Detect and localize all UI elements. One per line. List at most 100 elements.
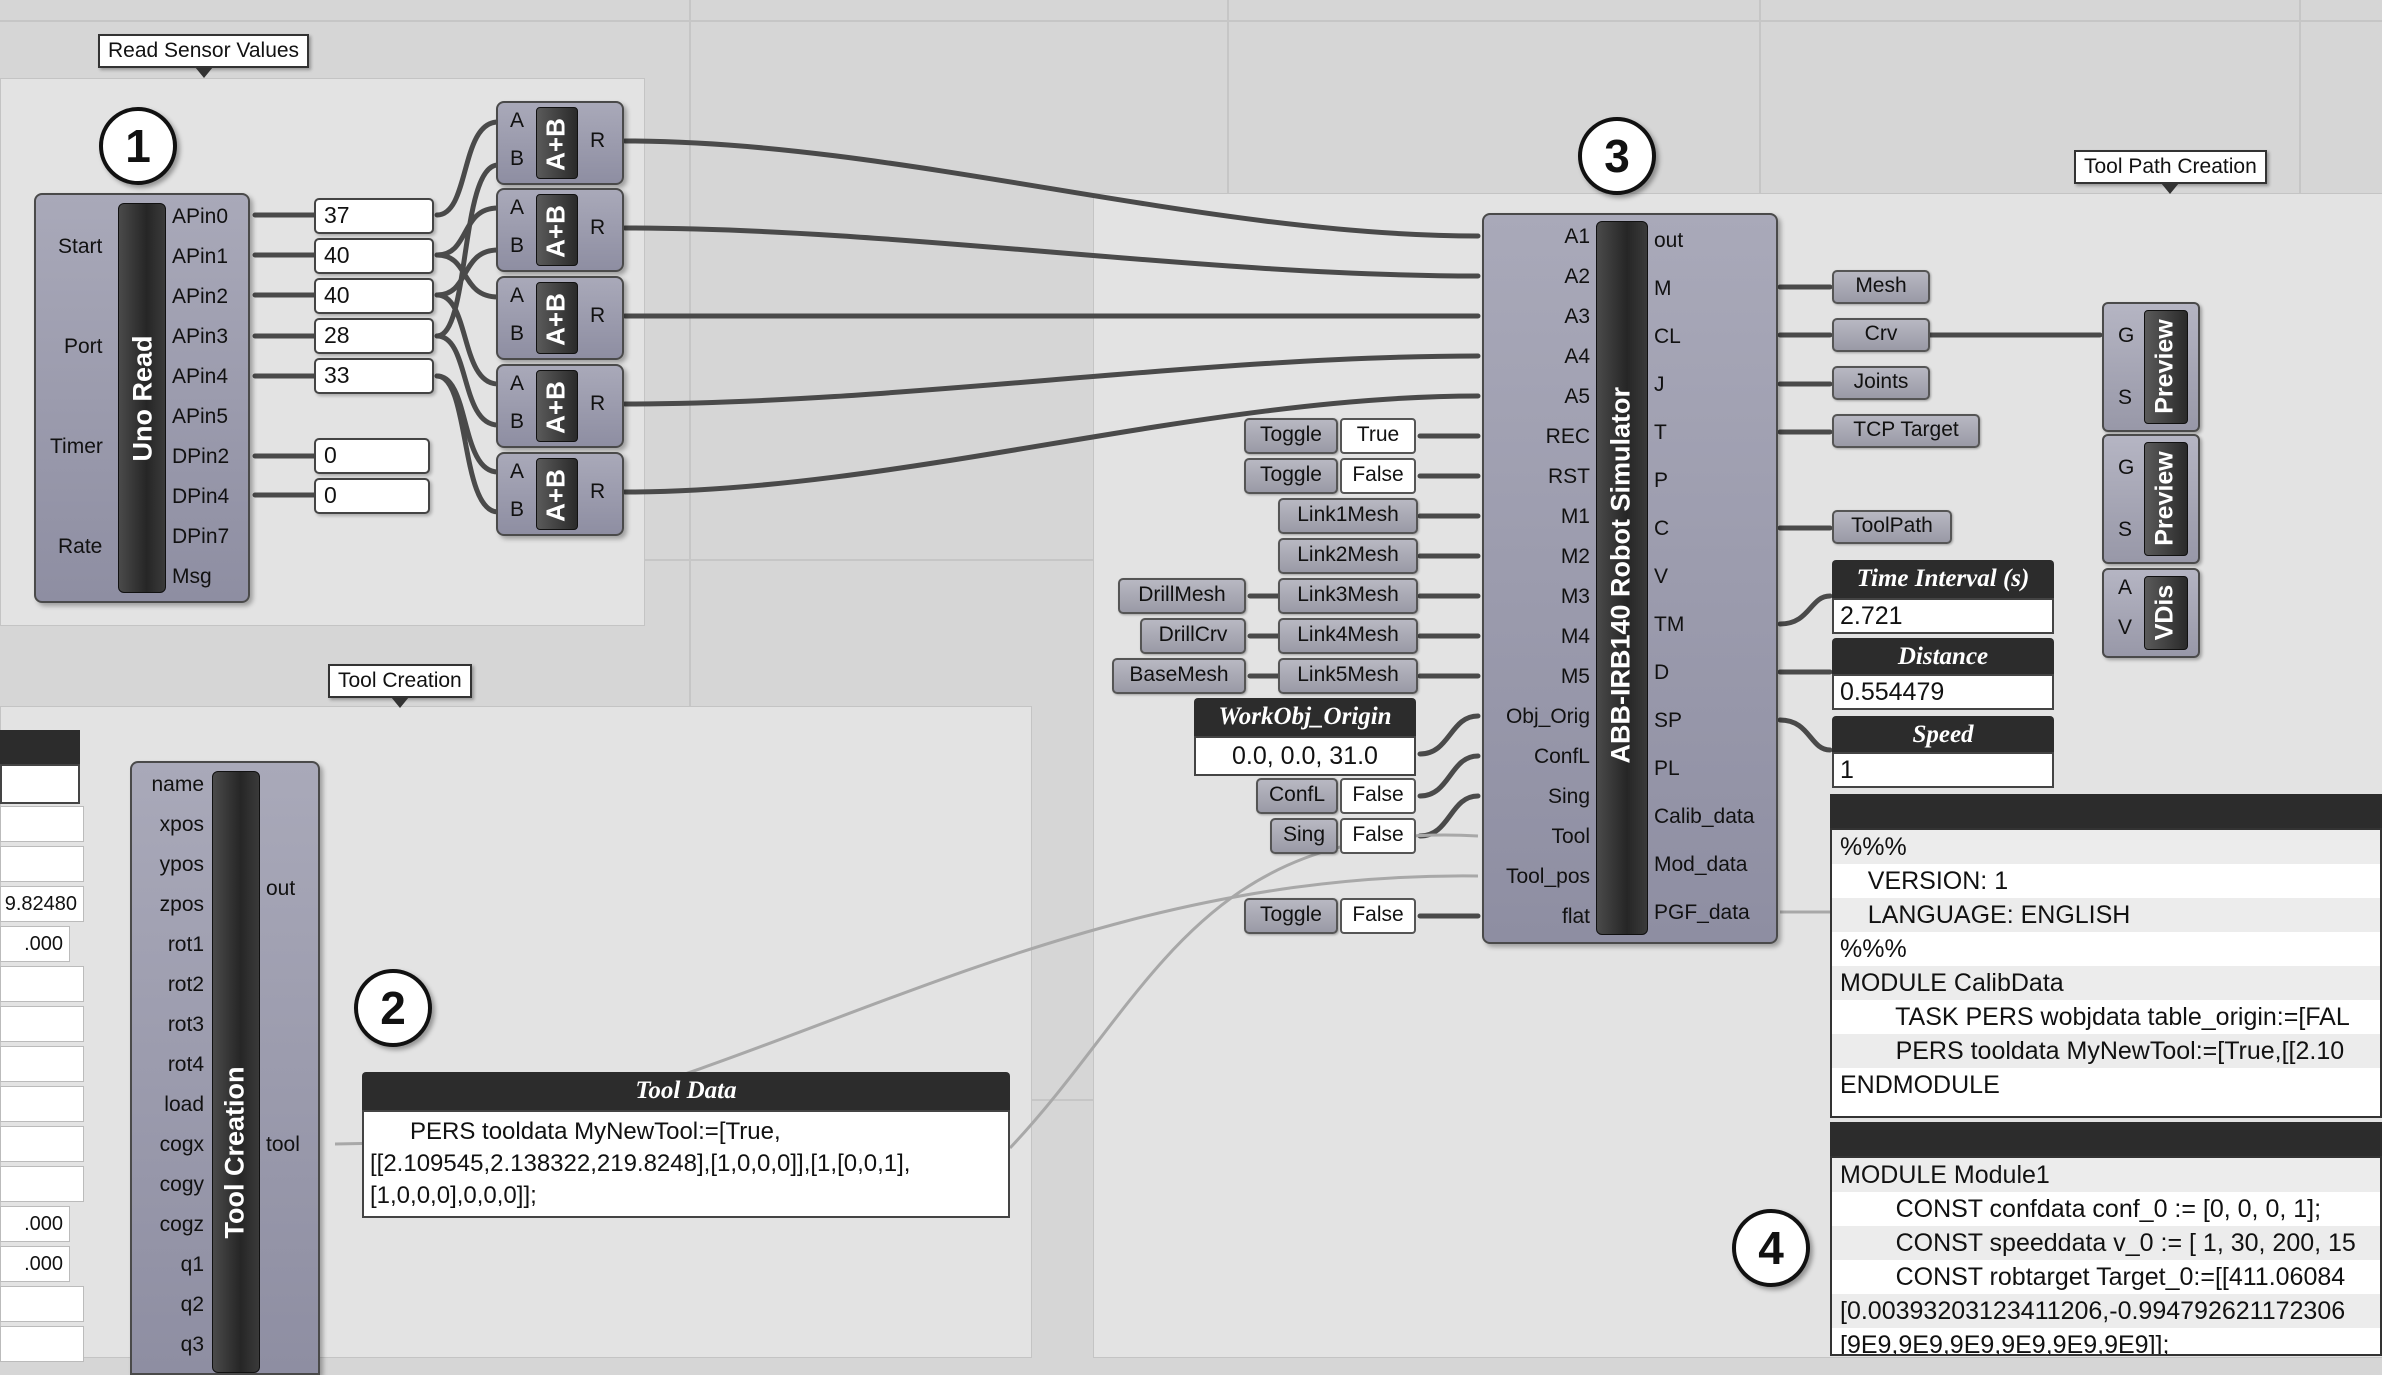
link1mesh-param[interactable]: Link1Mesh bbox=[1278, 498, 1418, 534]
module-panel-header bbox=[1830, 1122, 2382, 1156]
module-data-panel[interactable]: MODULE Module1 CONST confdata conf_0 := … bbox=[1830, 1156, 2382, 1356]
slider-q1[interactable]: .000 bbox=[0, 1246, 70, 1282]
uno-output-dpin7: DPin7 bbox=[172, 525, 230, 548]
adder-component-5[interactable]: A B A+B R bbox=[496, 452, 624, 536]
preview-component-1[interactable]: G S Preview bbox=[2102, 302, 2200, 432]
robot-input-a3: A3 bbox=[1564, 305, 1590, 328]
slider-q2[interactable] bbox=[0, 1286, 84, 1322]
robot-input-rst: RST bbox=[1548, 465, 1590, 488]
drillmesh-param[interactable]: DrillMesh bbox=[1118, 578, 1246, 614]
preview-2-input-g: G bbox=[2118, 456, 2135, 479]
flat-toggle-button[interactable]: Toggle bbox=[1244, 898, 1338, 934]
module-line: [0.00393203123411206,-0.994792621172306 bbox=[1832, 1294, 2380, 1328]
uno-read-title: Uno Read bbox=[127, 335, 158, 462]
tool-output-out: out bbox=[266, 877, 296, 900]
tool-input-rot4: rot4 bbox=[167, 1053, 204, 1076]
tool-data-header: Tool Data bbox=[362, 1072, 1010, 1110]
sing-toggle-button[interactable]: Sing bbox=[1270, 818, 1338, 854]
adder-component-1[interactable]: A B A+B R bbox=[496, 101, 624, 185]
slider-rot1[interactable]: .000 bbox=[0, 926, 70, 962]
marker-4: 4 bbox=[1732, 1209, 1810, 1287]
robot-simulator-title: ABB-IRB140 Robot Simulator bbox=[1605, 386, 1636, 764]
robot-input-m2: M2 bbox=[1560, 545, 1590, 568]
basemesh-param[interactable]: BaseMesh bbox=[1112, 658, 1246, 694]
module-line: CONST confdata conf_0 := [0, 0, 0, 1]; bbox=[1840, 1195, 2322, 1223]
mesh-param[interactable]: Mesh bbox=[1832, 270, 1930, 304]
slider-xpos[interactable] bbox=[0, 806, 84, 842]
tool-input-load: load bbox=[164, 1093, 204, 1116]
uno-output-dpin2: DPin2 bbox=[172, 445, 230, 468]
tool-input-zpos: zpos bbox=[159, 893, 204, 916]
uno-output-dpin4: DPin4 bbox=[172, 485, 230, 508]
adder-component-4[interactable]: A B A+B R bbox=[496, 364, 624, 448]
adder-component-2[interactable]: A B A+B R bbox=[496, 188, 624, 272]
slider-q3[interactable] bbox=[0, 1326, 84, 1362]
time-interval-field[interactable]: 2.721 bbox=[1832, 598, 2054, 634]
joints-param[interactable]: Joints bbox=[1832, 366, 1930, 400]
vdis-input-v: V bbox=[2118, 616, 2133, 639]
uno-read-component[interactable]: Uno Read Start Port Timer Rate APin0 APi… bbox=[34, 193, 250, 603]
slider-cogz[interactable]: .000 bbox=[0, 1206, 70, 1242]
crv-param[interactable]: Crv bbox=[1832, 318, 1930, 352]
link5mesh-param[interactable]: Link5Mesh bbox=[1278, 658, 1418, 694]
link2mesh-param[interactable]: Link2Mesh bbox=[1278, 538, 1418, 574]
tool-creation-component[interactable]: Tool Creation name xpos ypos zpos rot1 r… bbox=[130, 761, 320, 1375]
calib-data-panel[interactable]: %%% VERSION: 1 LANGUAGE: ENGLISH %%% MOD… bbox=[1830, 828, 2382, 1118]
adder-component-3[interactable]: A B A+B R bbox=[496, 276, 624, 360]
apin1-value-panel[interactable]: 40 bbox=[314, 238, 434, 274]
rec-toggle-value[interactable]: True bbox=[1340, 418, 1416, 454]
tool-name-panel[interactable] bbox=[0, 764, 80, 804]
tool-data-panel[interactable]: PERS tooldata MyNewTool:=[True, [[2.1095… bbox=[362, 1110, 1010, 1218]
slider-cogx[interactable] bbox=[0, 1126, 84, 1162]
robot-output-p: P bbox=[1654, 469, 1669, 492]
robot-input-confl: ConfL bbox=[1533, 745, 1590, 768]
robot-input-tool: Tool bbox=[1551, 825, 1590, 848]
slider-zpos[interactable]: 9.82480 bbox=[0, 886, 84, 922]
flat-toggle-value[interactable]: False bbox=[1340, 898, 1416, 934]
confl-toggle-value[interactable]: False bbox=[1340, 778, 1416, 814]
link4mesh-param[interactable]: Link4Mesh bbox=[1278, 618, 1418, 654]
link3mesh-param[interactable]: Link3Mesh bbox=[1278, 578, 1418, 614]
rst-toggle-button[interactable]: Toggle bbox=[1244, 458, 1338, 494]
drillcrv-param[interactable]: DrillCrv bbox=[1140, 618, 1246, 654]
preview-component-2[interactable]: G S Preview bbox=[2102, 434, 2200, 564]
group-tag-read-sensor-values: Read Sensor Values bbox=[98, 34, 310, 78]
sing-toggle-value[interactable]: False bbox=[1340, 818, 1416, 854]
speed-field[interactable]: 1 bbox=[1832, 752, 2054, 788]
adder-4-output-r: R bbox=[590, 392, 606, 415]
toolpath-param[interactable]: ToolPath bbox=[1832, 510, 1952, 544]
robot-input-a5: A5 bbox=[1564, 385, 1590, 408]
slider-ypos[interactable] bbox=[0, 846, 84, 882]
robot-input-a4: A4 bbox=[1564, 345, 1590, 368]
uno-output-apin1: APin1 bbox=[172, 245, 229, 268]
module-line: [9E9,9E9,9E9,9E9,9E9,9E9]]; bbox=[1840, 1331, 2170, 1356]
slider-rot2[interactable] bbox=[0, 966, 84, 1002]
dpin4-value-panel[interactable]: 0 bbox=[314, 478, 430, 514]
vdis-component[interactable]: A V VDis bbox=[2102, 568, 2200, 658]
robot-simulator-component[interactable]: ABB-IRB140 Robot Simulator A1 A2 A3 A4 A… bbox=[1482, 213, 1778, 944]
workobj-origin-field[interactable]: 0.0, 0.0, 31.0 bbox=[1194, 736, 1416, 776]
time-interval-header: Time Interval (s) bbox=[1832, 560, 2054, 598]
apin0-value-panel[interactable]: 37 bbox=[314, 198, 434, 234]
calib-line: %%% bbox=[1840, 935, 1907, 963]
vdis-band bbox=[2144, 576, 2188, 650]
confl-toggle-button[interactable]: ConfL bbox=[1256, 778, 1338, 814]
tcp-target-param[interactable]: TCP Target bbox=[1832, 414, 1980, 448]
adder-3-input-a: A bbox=[510, 284, 525, 307]
slider-rot4[interactable] bbox=[0, 1046, 84, 1082]
module-line: MODULE Module1 bbox=[1832, 1158, 2380, 1192]
dpin2-value-panel[interactable]: 0 bbox=[314, 438, 430, 474]
slider-rot3[interactable] bbox=[0, 1006, 84, 1042]
apin2-value-panel[interactable]: 40 bbox=[314, 278, 434, 314]
adder-1-input-b: B bbox=[510, 147, 525, 170]
rec-toggle-button[interactable]: Toggle bbox=[1244, 418, 1338, 454]
apin4-value-panel[interactable]: 33 bbox=[314, 358, 434, 394]
rst-toggle-value[interactable]: False bbox=[1340, 458, 1416, 494]
robot-output-pl: PL bbox=[1654, 757, 1680, 780]
distance-field[interactable]: 0.554479 bbox=[1832, 674, 2054, 710]
apin3-value-panel[interactable]: 28 bbox=[314, 318, 434, 354]
slider-load[interactable] bbox=[0, 1086, 84, 1122]
calib-line: MODULE CalibData bbox=[1832, 966, 2380, 1000]
slider-cogy[interactable] bbox=[0, 1166, 84, 1202]
tool-input-q1: q1 bbox=[180, 1253, 204, 1276]
